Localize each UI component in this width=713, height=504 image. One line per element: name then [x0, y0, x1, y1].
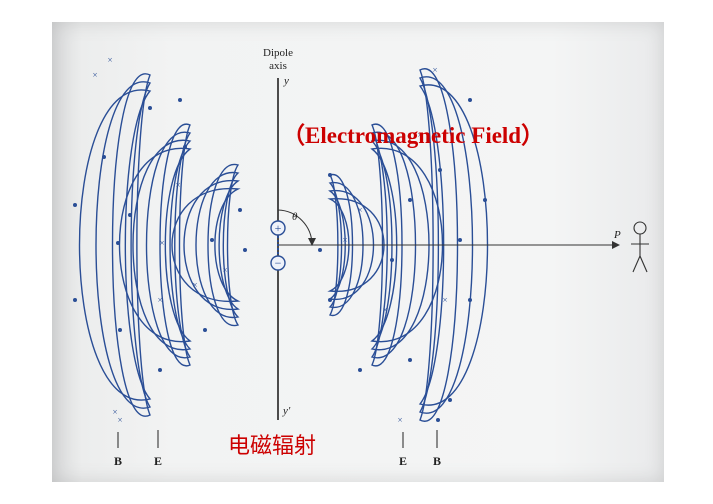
- field-cross-icon: ×: [175, 180, 180, 190]
- field-loop-right-0: [328, 174, 354, 316]
- field-loop-left-2: [183, 180, 240, 310]
- field-cross-icon: ×: [159, 238, 164, 248]
- field-dot-icon: [210, 238, 214, 242]
- field-cross-icon: ×: [442, 295, 447, 305]
- field-markers: ××××××××××××××××: [73, 55, 487, 425]
- field-loop-left-8: [111, 73, 151, 417]
- field-loop-left-1: [195, 172, 240, 318]
- left-b-label: B: [114, 454, 122, 468]
- right-b-label: B: [433, 454, 441, 468]
- theta-arrow-icon: [308, 238, 316, 246]
- right-e-label: E: [399, 454, 407, 468]
- field-dot-icon: [118, 328, 122, 332]
- field-cross-icon: ×: [107, 55, 112, 65]
- field-loop-right-1: [328, 182, 364, 308]
- theta-label: θ: [292, 211, 298, 223]
- field-dot-icon: [73, 203, 77, 207]
- field-dot-icon: [148, 106, 152, 110]
- overlay-title: （Electromagnetic Field）: [282, 123, 545, 148]
- field-dot-icon: [318, 248, 322, 252]
- field-dot-icon: [128, 213, 132, 217]
- field-loop-right-7: [370, 147, 444, 343]
- field-loop-right-4: [371, 123, 403, 367]
- field-loop-right-3: [327, 198, 385, 292]
- field-lines: [78, 68, 489, 422]
- observer-figure-icon: [631, 221, 649, 273]
- field-loop-right-8: [419, 68, 459, 422]
- field-cross-icon: ×: [157, 295, 162, 305]
- field-dot-icon: [158, 368, 162, 372]
- field-loop-left-0: [207, 164, 240, 326]
- field-loop-left-9: [95, 81, 152, 409]
- y-top-label: y: [283, 75, 289, 87]
- field-cross-icon: ×: [357, 205, 362, 215]
- point-p-label: P: [613, 229, 621, 241]
- field-loop-right-5: [370, 131, 417, 359]
- positive-charge-symbol: +: [275, 221, 282, 235]
- field-dot-icon: [458, 238, 462, 242]
- field-cross-icon: ×: [192, 280, 197, 290]
- field-cross-icon: ×: [112, 407, 117, 417]
- field-cross-icon: ×: [397, 415, 402, 425]
- field-cross-icon: ×: [222, 265, 227, 275]
- positive-charge-icon: [270, 220, 286, 236]
- field-cross-icon: ×: [92, 70, 97, 80]
- field-dot-icon: [178, 98, 182, 102]
- field-dot-icon: [328, 298, 332, 302]
- field-dot-icon: [438, 168, 442, 172]
- field-loop-left-6: [132, 139, 192, 351]
- dipole-label: Dipole: [263, 47, 293, 59]
- field-dot-icon: [358, 368, 362, 372]
- field-dot-icon: [468, 298, 472, 302]
- field-loop-right-6: [370, 139, 430, 351]
- label-leaders: [117, 430, 438, 448]
- field-cross-icon: ×: [432, 65, 437, 75]
- field-cross-icon: ×: [342, 235, 347, 245]
- field-dot-icon: [183, 145, 187, 149]
- field-dot-icon: [116, 241, 120, 245]
- field-loop-right-10: [418, 84, 489, 406]
- field-dot-icon: [448, 398, 452, 402]
- field-loop-left-3: [171, 188, 241, 302]
- field-loop-right-2: [328, 190, 375, 300]
- field-dot-icon: [408, 358, 412, 362]
- field-dot-icon: [238, 208, 242, 212]
- field-cross-icon: ×: [117, 415, 122, 425]
- field-dot-icon: [483, 198, 487, 202]
- scanned-figure-background: [52, 22, 664, 482]
- y-bottom-label: y': [282, 405, 291, 417]
- field-dot-icon: [102, 155, 106, 159]
- field-loop-right-9: [418, 76, 474, 414]
- field-dot-icon: [408, 198, 412, 202]
- field-cross-icon: ×: [382, 305, 387, 315]
- field-dot-icon: [73, 298, 77, 302]
- field-loop-left-10: [78, 89, 152, 401]
- negative-charge-symbol: −: [275, 256, 282, 270]
- field-cross-icon: ×: [417, 130, 422, 140]
- field-dot-icon: [436, 418, 440, 422]
- field-loop-left-4: [159, 123, 191, 367]
- axis-label: axis: [269, 60, 287, 72]
- left-e-label: E: [154, 454, 162, 468]
- negative-charge-icon: [270, 255, 286, 271]
- field-dot-icon: [390, 258, 394, 262]
- field-loop-left-5: [145, 131, 192, 359]
- field-dot-icon: [243, 248, 247, 252]
- overlay-caption: 电磁辐射: [228, 434, 317, 459]
- field-dot-icon: [328, 173, 332, 177]
- field-dot-icon: [468, 98, 472, 102]
- field-dot-icon: [203, 328, 207, 332]
- arrow-head-icon: [612, 241, 620, 249]
